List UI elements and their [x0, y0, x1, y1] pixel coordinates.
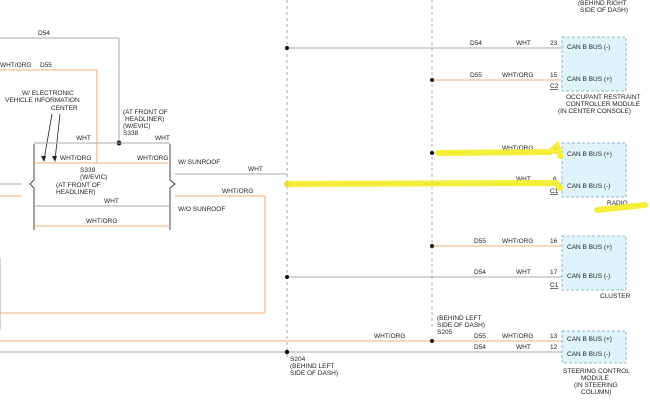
- occupant-name-1: OCCUPANT RESTRAINT: [566, 94, 641, 101]
- highlight-radio-plus: [435, 140, 563, 159]
- wire-label-d55-left: D55: [40, 62, 52, 69]
- cluster-connector: C1: [550, 282, 559, 289]
- evic-note-3: CENTER: [51, 105, 78, 112]
- sunroof-with-label: W/ SUNROOF: [178, 159, 220, 166]
- occupant-pin-2: 15: [550, 72, 558, 79]
- s338-note-4: S338: [123, 130, 139, 137]
- cluster-color-2: WHT: [516, 269, 531, 276]
- cluster-circuit-2: D54: [474, 269, 486, 276]
- cluster-pin-2: 17: [550, 269, 558, 276]
- wire-label-whtorg-a: WHT/ORG: [60, 155, 91, 162]
- s339-note-4: HEADLINER): [56, 189, 95, 196]
- evic-arrow-1: [43, 113, 53, 161]
- steering-name-1: STEERING CONTROL: [563, 368, 630, 375]
- occupant-pin-label-2: CAN B BUS (+): [567, 76, 612, 83]
- occupant-color-1: WHT: [516, 40, 531, 47]
- steering-pin-1: 13: [550, 333, 558, 340]
- splice-dot-radio-whtorg: [430, 151, 434, 155]
- s205-note-1: (BEHIND LEFT: [437, 315, 481, 322]
- steering-pin-label-2: CAN B BUS (-): [567, 351, 610, 358]
- module-cluster: [561, 235, 627, 291]
- s204-note-3: SIDE OF DASH): [290, 370, 338, 377]
- cluster-pin-label-2: CAN B BUS (-): [567, 273, 610, 280]
- radio-pin-2: 6: [553, 176, 557, 183]
- wire-label-wht-c: WHT: [104, 198, 119, 205]
- s338-note-3: (W/EVIC): [123, 123, 150, 130]
- wire-label-whtorg-c: WHT/ORG: [86, 218, 117, 225]
- cluster-pin-1: 16: [550, 238, 558, 245]
- occupant-circuit-1: D54: [470, 40, 482, 47]
- steering-name-4: COLUMN): [581, 389, 611, 396]
- cluster-name: CLUSTER: [600, 293, 631, 300]
- wire-label-d54-left: D54: [38, 30, 50, 37]
- steering-name-3: (IN STEERING: [574, 382, 618, 389]
- highlight-radio-tail: [594, 202, 648, 213]
- occupant-connector: C2: [550, 83, 559, 90]
- occupant-name-2: CONTROLLER MODULE: [566, 101, 641, 108]
- wire-label-wht-a: WHT: [76, 135, 91, 142]
- occupant-circuit-2: D55: [470, 72, 482, 79]
- radio-color-1: WHT/ORG: [502, 145, 533, 152]
- evic-arrow-2: [54, 113, 61, 161]
- sunroof-without-label: W/O SUNROOF: [178, 206, 225, 213]
- cluster-color-1: WHT/ORG: [502, 238, 533, 245]
- s339-note-1: S339: [80, 167, 96, 174]
- radio-pin-label-2: CAN B BUS (-): [567, 183, 610, 190]
- s338-note-2: HEADLINER): [125, 116, 164, 123]
- evic-arrowhead-2: [52, 156, 57, 162]
- occupant-name-3: (IN CENTER CONSOLE): [558, 108, 631, 115]
- s339-note-2: (W/EVIC): [80, 174, 107, 181]
- splice-group-bracket-right: [169, 144, 176, 230]
- steering-circuit-1: D55: [474, 333, 486, 340]
- radio-pin-label-1: CAN B BUS (+): [567, 151, 612, 158]
- splice-dot-cluster-d54: [285, 275, 289, 279]
- wire-label-whtorg-b: WHT/ORG: [137, 155, 168, 162]
- splice-dot-cluster-d55: [430, 244, 434, 248]
- splice-group-bracket-left: [29, 144, 35, 230]
- wire-label-wht-sunroof: WHT: [248, 166, 263, 173]
- wire-label-whtorg-left: WHT/ORG: [0, 62, 31, 69]
- splice-s205-dot: [430, 339, 434, 343]
- location-note-right-dash-1: (BEHIND RIGHT: [578, 0, 627, 7]
- module-occupant-restraint: [561, 36, 627, 92]
- bottom-wire-label-whtorg: WHT/ORG: [374, 333, 405, 340]
- module-radio: [561, 142, 627, 198]
- location-note-right-dash-2: SIDE OF DASH): [580, 7, 628, 14]
- wire-label-wht-b: WHT: [155, 135, 170, 142]
- s338-note-1: (AT FRONT OF: [123, 109, 168, 116]
- occupant-pin-label-1: CAN B BUS (-): [567, 44, 610, 51]
- steering-color-1: WHT/ORG: [502, 333, 533, 340]
- occupant-color-2: WHT/ORG: [502, 72, 533, 79]
- radio-color-2: WHT: [516, 176, 531, 183]
- steering-circuit-2: D54: [474, 344, 486, 351]
- s204-note-2: (BEHIND LEFT: [290, 363, 334, 370]
- module-steering-control: [561, 330, 627, 364]
- steering-pin-label-1: CAN B BUS (+): [567, 336, 612, 343]
- cluster-circuit-1: D55: [474, 238, 486, 245]
- splice-dot-occupant-d55: [430, 78, 434, 82]
- steering-name-2: MODULE: [581, 375, 609, 382]
- s205-note-3: S205: [437, 329, 453, 336]
- highlight-radio-minus: [284, 179, 563, 191]
- splice-s204-dot: [284, 349, 290, 355]
- cluster-pin-label-1: CAN B BUS (+): [567, 244, 612, 251]
- evic-note-1: W/ ELECTRONIC: [22, 90, 74, 97]
- splice-dot-occupant-d54: [285, 46, 289, 50]
- wire-label-whtorg-sunroof: WHT/ORG: [222, 188, 253, 195]
- steering-color-2: WHT: [516, 344, 531, 351]
- steering-pin-2: 12: [550, 344, 558, 351]
- s204-note-1: S204: [290, 356, 306, 363]
- evic-arrowhead-1: [41, 156, 46, 162]
- s205-note-2: SIDE OF DASH): [437, 322, 485, 329]
- radio-connector: C1: [550, 188, 559, 195]
- occupant-pin-1: 23: [550, 40, 558, 47]
- radio-name: RADIO: [607, 200, 628, 207]
- evic-note-2: VEHICLE INFORMATION: [5, 97, 80, 104]
- s339-note-3: (AT FRONT OF: [56, 182, 101, 189]
